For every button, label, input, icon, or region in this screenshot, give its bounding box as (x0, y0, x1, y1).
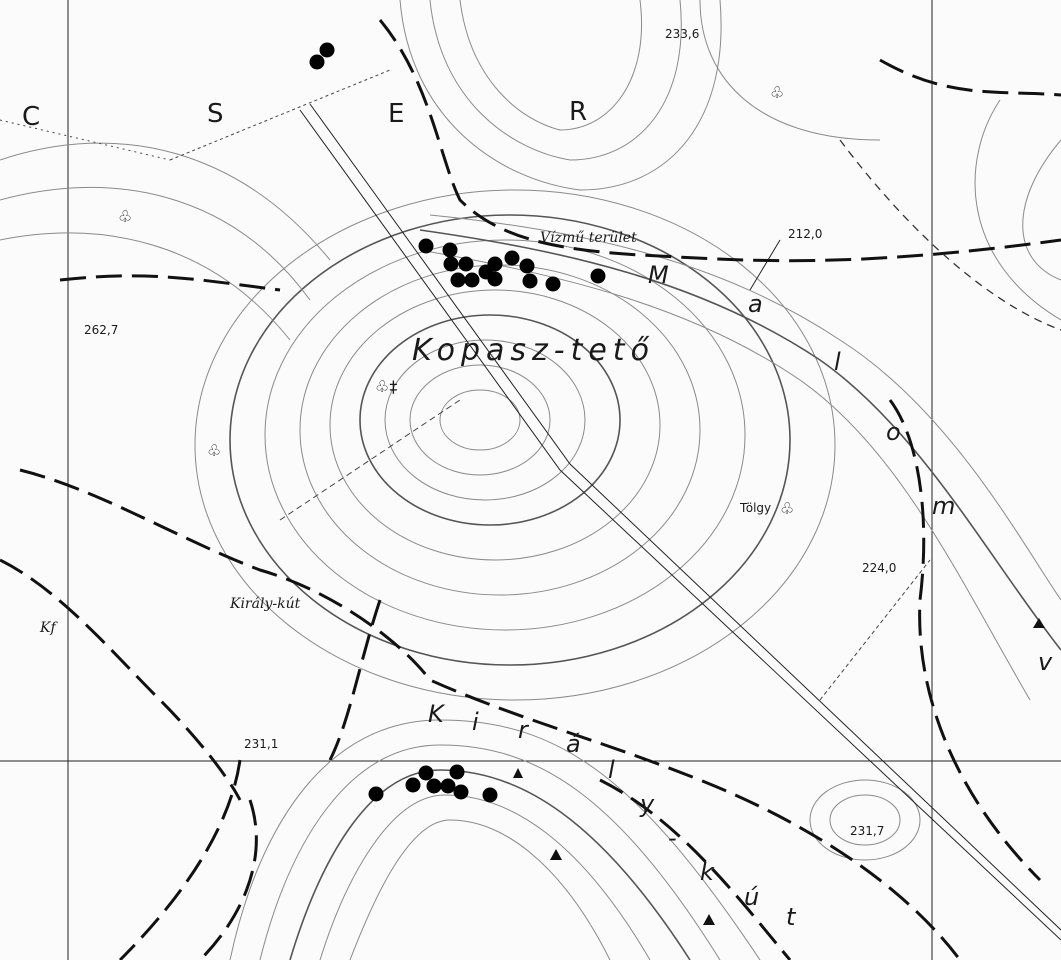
observation-point (418, 238, 434, 254)
rock-symbols (513, 618, 1045, 925)
malom-letter: l (834, 348, 841, 376)
observation-point (418, 765, 434, 781)
hill-name: Kopasz-tető (412, 333, 655, 368)
observation-point (482, 787, 498, 803)
cser-letter: E (388, 99, 404, 129)
observation-point (590, 268, 606, 284)
observation-point (440, 778, 456, 794)
kiraly-letter: i (472, 708, 479, 736)
elevation-label: 233,6 (665, 27, 699, 41)
map-labels: Kopasz-tető Király-kút Vízmű terület Kf … (22, 27, 1053, 931)
kiraly-letter: y (639, 790, 655, 818)
contours-kopasz (194, 189, 836, 701)
cser-letter: C (22, 102, 40, 132)
plant-name: Vízmű terület (540, 230, 637, 246)
kiraly-letter: - (668, 824, 677, 852)
malom-letter: m (932, 492, 955, 520)
kiraly-letter: K (428, 700, 446, 728)
tree-symbol: ♧‡ (375, 377, 397, 396)
tolgy-label: Tölgy (739, 501, 771, 515)
observation-point (453, 784, 469, 800)
observation-points (309, 42, 606, 803)
spring-name: Király-kút (229, 596, 301, 612)
elevation-label: 231,1 (244, 737, 278, 751)
tree-symbol: ♧ (780, 499, 794, 518)
malom-letter: a (748, 290, 763, 318)
elevation-label: 262,7 (84, 323, 118, 337)
map-symbols: ♧ ♧ ♧ ♧‡ ♧ (118, 83, 1045, 925)
observation-point (449, 764, 465, 780)
observation-point (368, 786, 384, 802)
observation-point (522, 273, 538, 289)
observation-point (319, 42, 335, 58)
kf-label: Kf (39, 620, 58, 636)
malom-letter: v (1038, 648, 1053, 676)
elevation-label: 231,7 (850, 824, 884, 838)
elevation-label: 224,0 (862, 561, 896, 575)
tree-symbol: ♧ (770, 83, 784, 102)
roads (0, 69, 1061, 941)
observation-point (426, 778, 442, 794)
kiraly-letter: ú (744, 883, 759, 911)
observation-point (443, 256, 459, 272)
observation-point (504, 250, 520, 266)
observation-point (442, 242, 458, 258)
cser-letter: S (207, 99, 224, 129)
observation-point (309, 54, 325, 70)
malom-letter: o (886, 418, 901, 446)
tree-symbol: ♧ (207, 441, 221, 460)
observation-point (487, 256, 503, 272)
observation-point (450, 272, 466, 288)
dashed-tracks (0, 19, 1061, 962)
cser-letter: R (569, 97, 587, 127)
malom-valley (419, 214, 1061, 701)
contours-north (0, 0, 1061, 341)
kiraly-letter: r (518, 716, 530, 744)
kiraly-letter: l (608, 756, 615, 784)
observation-point (545, 276, 561, 292)
observation-point (519, 258, 535, 274)
observation-point (458, 256, 474, 272)
contours-south (229, 719, 921, 961)
observation-point (487, 271, 503, 287)
observation-point (464, 272, 480, 288)
kiraly-letter: k (700, 858, 715, 886)
observation-point (405, 777, 421, 793)
kiraly-letter: t (786, 903, 797, 931)
tree-symbol: ♧ (118, 207, 132, 226)
kiraly-letter: á (566, 730, 581, 758)
elevation-label: 212,0 (788, 227, 822, 241)
malom-letter: M (648, 261, 669, 289)
